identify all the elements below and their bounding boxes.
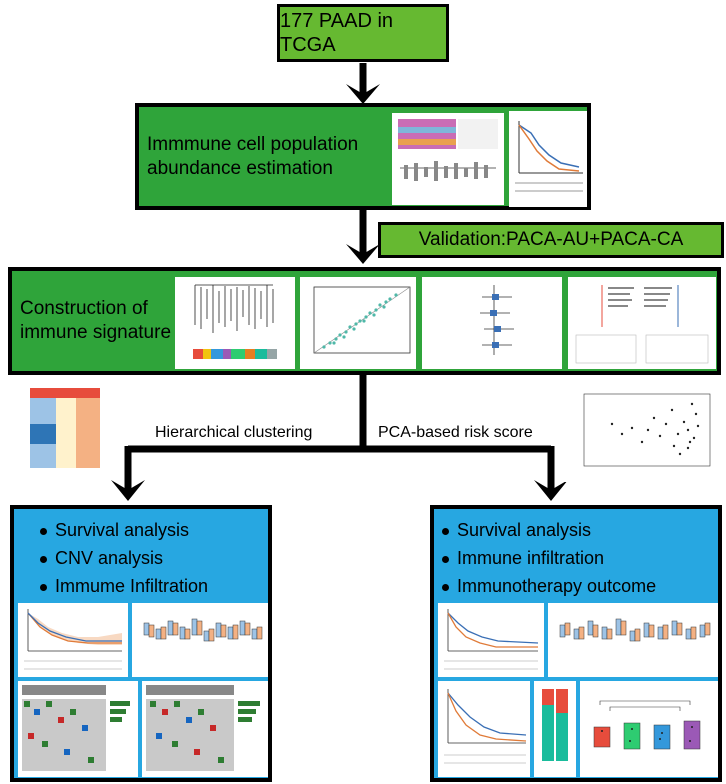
left-item-2: Immume Infiltration [40, 575, 208, 597]
arrowhead-1 [346, 84, 380, 104]
branch-pca-risk-score: PCA-based risk score [378, 424, 533, 441]
pca-scatter-thumbnail [562, 384, 716, 482]
panel-pca-results: Survival analysis Immune infiltration Im… [430, 505, 722, 782]
right-stacked-bar-thumbnail [534, 681, 576, 777]
right-item-0: Survival analysis [442, 519, 591, 541]
branch-lines [124, 375, 555, 492]
right-item-1-text: Immune infiltration [457, 548, 605, 568]
node-177-paad: 177 PAAD in TCGA [277, 4, 449, 62]
node-177-paad-label: 177 PAAD in TCGA [280, 10, 394, 56]
bullet-icon [40, 583, 47, 591]
arrowhead-left [111, 480, 145, 501]
node-validation-label: Validation:PACA-AU+PACA-CA [418, 229, 684, 250]
immune-label-line1: Immmune cell population [147, 134, 359, 155]
heatmap-thumbnail [392, 113, 504, 205]
signature-label-line2: immune signature [20, 322, 172, 343]
forest-plot-thumbnail [422, 277, 562, 369]
bullet-icon [442, 555, 449, 563]
node-immune-signature-label: Construction of immune signature [20, 297, 171, 345]
node-immune-estimation: Immmune cell population abundance estima… [135, 103, 591, 210]
bullet-icon [40, 527, 47, 535]
node-validation: Validation:PACA-AU+PACA-CA [378, 222, 724, 258]
km-thumbnail [509, 111, 587, 207]
right-boxplot-thumbnail [548, 603, 718, 677]
node-immune-estimation-label: Immmune cell population abundance estima… [147, 133, 358, 181]
signature-label-line1: Construction of [20, 298, 148, 319]
right-item-0-text: Survival analysis [457, 520, 592, 540]
node-immune-signature: Construction of immune signature [8, 267, 721, 375]
panel-hierarchical-results: Survival analysis CNV analysis Immume In… [10, 505, 272, 782]
arrowhead-right [534, 480, 568, 501]
bullet-icon [442, 527, 449, 535]
branch-hierarchical-clustering: Hierarchical clustering [155, 424, 313, 441]
left-oncoplot-thumbnail-2 [142, 681, 268, 777]
right-item-2: Immunotherapy outcome [442, 575, 656, 597]
scatter-thumbnail [300, 277, 416, 369]
bullet-icon [40, 555, 47, 563]
left-km-thumbnail [18, 603, 128, 677]
right-km-thumbnail-2 [438, 681, 530, 777]
left-item-0-text: Survival analysis [55, 520, 190, 540]
left-item-2-text: Immume Infiltration [55, 576, 209, 596]
immune-label-line2: abundance estimation [147, 158, 333, 179]
right-response-boxplot-thumbnail [580, 681, 718, 777]
right-item-1: Immune infiltration [442, 547, 604, 569]
right-km-thumbnail [438, 603, 544, 677]
left-item-1: CNV analysis [40, 547, 163, 569]
arrowhead-2 [346, 244, 380, 264]
right-item-2-text: Immunotherapy outcome [457, 576, 657, 596]
dendrogram-thumbnail [175, 277, 295, 369]
left-item-1-text: CNV analysis [55, 548, 164, 568]
enrichment-thumbnail [568, 277, 716, 369]
left-oncoplot-thumbnail-1 [18, 681, 138, 777]
bullet-icon [442, 583, 449, 591]
left-item-0: Survival analysis [40, 519, 189, 541]
left-boxplot-thumbnail [132, 603, 268, 677]
cluster-heatmap-thumbnail [26, 384, 122, 476]
